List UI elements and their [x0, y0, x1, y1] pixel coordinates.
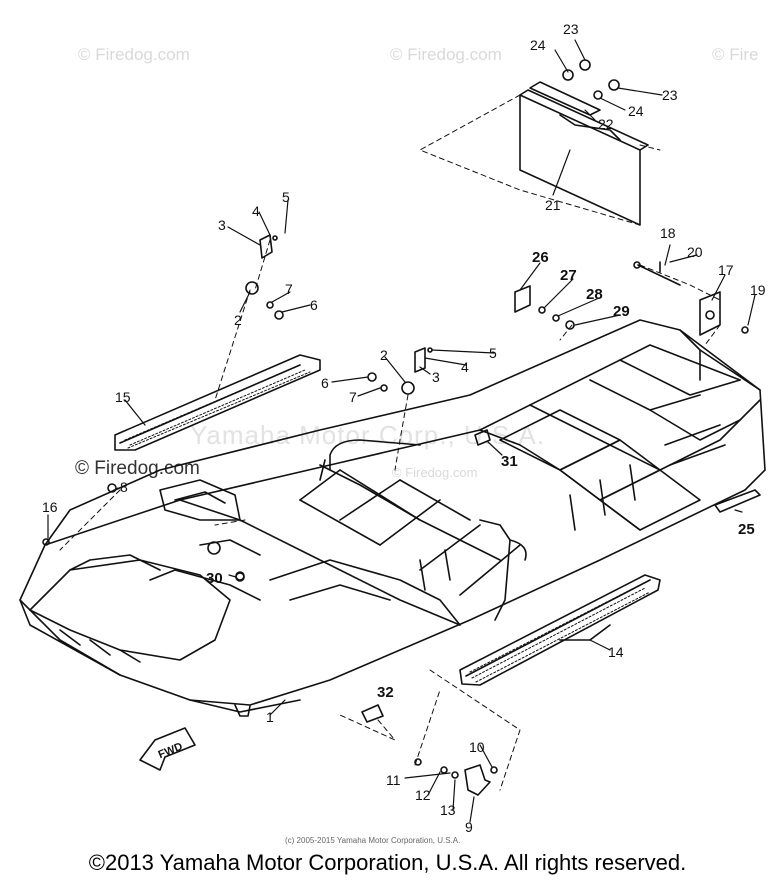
callout-18: 18	[660, 225, 676, 241]
footrest-15	[114, 354, 321, 451]
hardware-22-24	[562, 59, 620, 100]
parts-26-29	[514, 285, 575, 330]
watermark-top-right: © Fire	[712, 45, 759, 64]
watermark-center: Yamaha Motor Corp., U.S.A.	[190, 420, 545, 450]
callout-5: 5	[489, 345, 497, 361]
part-32	[361, 704, 384, 723]
fwd-arrow	[139, 727, 196, 771]
callout-32: 32	[377, 684, 394, 701]
callout-30: 30	[206, 570, 223, 587]
callout-6: 6	[310, 297, 318, 313]
hinge-right	[367, 347, 433, 395]
footrest-14	[459, 574, 661, 686]
watermark-top-left: © Firedog.com	[78, 45, 190, 64]
parts-8-16	[42, 483, 117, 546]
watermark-center-small: © Firedog.com	[392, 465, 478, 480]
callout-10: 10	[469, 739, 485, 755]
callout-3: 3	[218, 217, 226, 233]
main-frame	[19, 319, 766, 717]
part-31	[474, 429, 491, 446]
fwd-label: FWD	[157, 741, 185, 762]
callout-31: 31	[501, 453, 518, 470]
callout-17: 17	[718, 262, 734, 278]
callout-2: 2	[234, 312, 242, 328]
callout-7: 7	[349, 389, 357, 405]
callout-15: 15	[115, 389, 131, 405]
callout-28: 28	[586, 286, 603, 303]
callout-19: 19	[750, 282, 766, 298]
callout-11: 11	[386, 772, 401, 788]
hinge-9-13	[414, 758, 498, 796]
callout-6: 6	[321, 375, 329, 391]
callout-24: 24	[530, 37, 546, 53]
watermark-top-mid: © Firedog.com	[390, 45, 502, 64]
callout-23: 23	[563, 21, 579, 37]
callout-13: 13	[440, 802, 456, 818]
callout-24: 24	[628, 103, 644, 119]
callout-22: 22	[598, 116, 614, 132]
hinge-left	[245, 234, 284, 320]
callout-14: 14	[608, 644, 624, 660]
callout-16: 16	[42, 499, 58, 515]
callout-1: 1	[266, 709, 274, 725]
callout-27: 27	[560, 267, 577, 284]
part-25	[714, 489, 761, 513]
callout-25: 25	[738, 521, 755, 538]
leader-lines-dashed	[59, 94, 721, 791]
watermark-left: © Firedog.com	[75, 458, 200, 479]
fine-print: (c) 2005-2015 Yamaha Motor Corporation, …	[285, 836, 461, 845]
callout-8: 8	[120, 479, 128, 495]
callout-21: 21	[545, 197, 561, 213]
callout-23: 23	[662, 87, 678, 103]
callout-2: 2	[380, 347, 388, 363]
callout-9: 9	[465, 819, 473, 835]
copyright-text: ©2013 Yamaha Motor Corporation, U.S.A. A…	[88, 850, 687, 875]
callout-12: 12	[415, 787, 431, 803]
callout-4: 4	[461, 359, 469, 375]
callout-5: 5	[282, 189, 290, 205]
leader-lines	[47, 39, 756, 823]
callout-20: 20	[687, 244, 703, 260]
callout-4: 4	[252, 203, 260, 219]
callout-29: 29	[613, 303, 630, 320]
callout-3: 3	[432, 369, 440, 385]
callout-26: 26	[532, 249, 549, 266]
callout-7: 7	[285, 281, 293, 297]
